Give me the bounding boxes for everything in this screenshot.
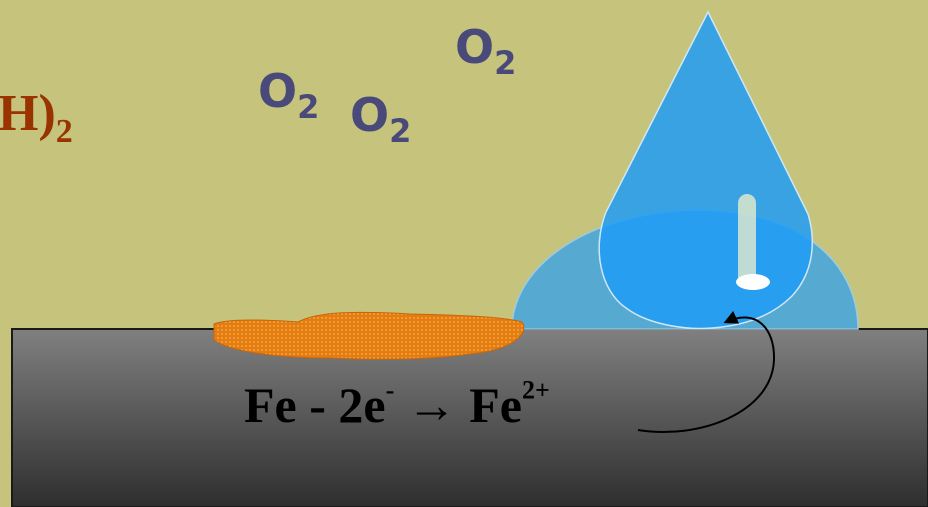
reaction-product: Fe (469, 377, 522, 433)
oxygen-symbol: O (455, 20, 495, 74)
electron-charge: - (385, 375, 395, 405)
oxidation-equation: Fe - 2e- → Fe2+ (244, 376, 550, 434)
electron-flow-arrow (637, 310, 776, 433)
oxygen-subscript: 2 (389, 112, 412, 151)
oxygen-subscript: 2 (297, 88, 320, 127)
oxygen-label-2: O2 (350, 88, 411, 150)
droplet-highlight (738, 194, 756, 286)
rust-formula-subscript: 2 (55, 112, 73, 150)
iron-plate (11, 328, 928, 507)
rust-formula-label: H)2 (0, 84, 73, 151)
reaction-arrow: → (406, 377, 457, 433)
oxygen-label-3: O2 (455, 20, 516, 82)
water-droplet (598, 10, 813, 330)
rust-formula-fragment: H) (0, 85, 56, 142)
oxygen-label-1: O2 (258, 64, 319, 126)
reaction-lhs: Fe - 2e (244, 377, 386, 433)
electron-spot (736, 274, 770, 290)
rust-patch (213, 311, 525, 360)
product-charge: 2+ (521, 375, 550, 405)
oxygen-subscript: 2 (494, 44, 517, 83)
oxygen-symbol: O (258, 64, 298, 118)
oxygen-symbol: O (350, 88, 390, 142)
